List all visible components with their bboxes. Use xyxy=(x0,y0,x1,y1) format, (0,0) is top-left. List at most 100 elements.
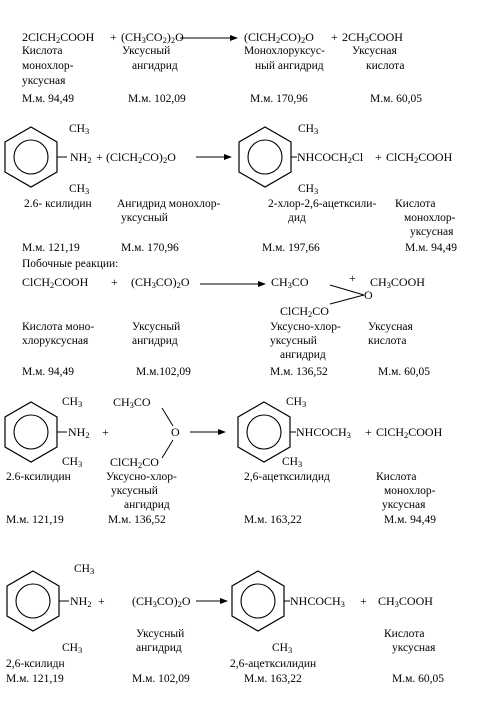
r3-mass4: М.м. 60,05 xyxy=(378,366,431,378)
r4-name3: 2,6-ацетксилидид xyxy=(244,471,330,483)
r3-reactant1: ClCH2COOH xyxy=(22,275,89,290)
r5-mass3: М.м. 163,22 xyxy=(244,673,302,685)
r1-mass2: М.м. 102,09 xyxy=(128,93,186,105)
r4-oxygen: O xyxy=(171,425,180,439)
r4-product: NHCOCH3 xyxy=(296,425,351,440)
r3-name4-line2: кислота xyxy=(368,335,407,347)
r5-mass1: М.м. 121,19 xyxy=(6,673,64,685)
r1-reactant2: (CH3CO2)2O xyxy=(121,30,184,45)
r3-reactant2: (CH3CO)2O xyxy=(131,275,190,290)
r2-plus2: + xyxy=(375,150,382,164)
r4-ch3-bot-right: CH3 xyxy=(282,456,303,469)
r4-product2: ClCH2COOH xyxy=(376,425,443,440)
r2-mass3: М.м. 197,66 xyxy=(262,242,320,254)
r1-name1-line3: уксусная xyxy=(22,75,66,87)
r3-name2-line1: Уксусный xyxy=(132,321,181,333)
r2-name3-line2: дид xyxy=(288,212,306,224)
r3-name2-line2: ангидрид xyxy=(132,335,178,347)
r5-name4-line1: Кислота xyxy=(384,628,425,640)
r4-name2-line3: ангидрид xyxy=(124,499,170,511)
r3-product2: CH3COOH xyxy=(370,275,425,290)
r2-plus: + xyxy=(96,150,103,164)
r5-reaction-arrow xyxy=(196,598,228,604)
r2-ch3-top-right: CH3 xyxy=(298,123,319,136)
r4-ch3-top-left: CH3 xyxy=(62,396,83,409)
r1-mass1: М.м. 94,49 xyxy=(22,93,75,105)
r1-product2: 2CH3COOH xyxy=(342,30,403,45)
r1-name2-line2: ангидрид xyxy=(132,60,178,72)
r5-name1: 2,6-ксилидн xyxy=(6,658,65,670)
r4-benzene-ring-right xyxy=(237,401,296,463)
r1-mass3: М.м. 170,96 xyxy=(250,93,308,105)
r1-name2-line1: Уксусный xyxy=(122,45,171,57)
r2-benzene-ring-right xyxy=(238,126,297,188)
r5-benzene-ring-left xyxy=(6,570,69,632)
r4-mass3: М.м. 163,22 xyxy=(244,514,302,526)
r3-reaction-arrow xyxy=(200,281,266,287)
r2-name4-line2: монохлор- xyxy=(404,212,456,224)
r4-anhydride-bottom: ClCH2CO xyxy=(110,455,159,470)
r5-mass2: М.м. 102,09 xyxy=(132,673,190,685)
r3-bond-lines xyxy=(329,284,365,305)
r1-plus2: + xyxy=(331,30,338,44)
r3-name3-line2: уксусный xyxy=(270,335,317,347)
r3-product-top: CH3CO xyxy=(271,275,309,290)
r1-name4-line2: кислота xyxy=(366,60,405,72)
r5-name2-line1: Уксусный xyxy=(136,628,185,640)
r4-name4-line1: Кислота xyxy=(376,471,417,483)
r3-name1-line1: Кислота моно- xyxy=(22,321,95,333)
r4-mass1: М.м. 121,19 xyxy=(6,514,64,526)
r2-mass2: М.м. 170,96 xyxy=(121,242,179,254)
r3-oxygen: O xyxy=(364,288,373,302)
r4-ch3-bot-left: CH3 xyxy=(62,456,83,469)
r2-mass1: М.м. 121,19 xyxy=(22,242,80,254)
r4-plus2: + xyxy=(365,425,372,439)
r1-mass4: М.м. 60,05 xyxy=(370,93,423,105)
r3-name4-line1: Уксусная xyxy=(368,321,413,333)
r5-benzene-ring-right xyxy=(231,570,290,632)
r4-mass2: М.м. 136,52 xyxy=(108,514,166,526)
r2-ch3-top-left: CH3 xyxy=(69,123,90,136)
r4-mass4: М.м. 94,49 xyxy=(384,514,437,526)
r5-nh2: NH2 xyxy=(70,594,92,609)
r4-reaction-arrow xyxy=(190,429,226,435)
r5-product: NHCOCH3 xyxy=(290,594,345,609)
r4-benzene-ring-left xyxy=(4,401,67,463)
r3-name3-line3: ангидрид xyxy=(280,349,326,361)
r2-name2-line1: Ангидрид монохлор- xyxy=(117,198,221,210)
r4-name4-line2: монохлор- xyxy=(384,485,436,497)
r1-product1: (ClCH2CO)2O xyxy=(244,30,314,45)
r2-name4-line1: Кислота xyxy=(395,198,436,210)
r2-ch3-bot-right: CH3 xyxy=(298,183,319,196)
r5-product2: CH3COOH xyxy=(378,594,433,609)
r5-ch3-bot-right: CH3 xyxy=(272,642,293,655)
r3-plus1: + xyxy=(111,275,118,289)
r2-name1: 2.6- ксилидин xyxy=(24,198,92,210)
r5-plus: + xyxy=(98,594,105,608)
r5-mass4: М.м. 60,05 xyxy=(392,673,445,685)
r4-name2-line1: Уксусно-хлор- xyxy=(106,471,177,483)
r3-plus2: + xyxy=(349,271,356,285)
r1-name1-line1: Кислота xyxy=(22,45,63,57)
r2-anhydride: (ClCH2CO)2O xyxy=(106,150,176,165)
r4-name4-line3: уксусная xyxy=(382,499,426,511)
r3-name3-line1: Уксусно-хлор- xyxy=(270,321,341,333)
r3-mass3: М.м. 136,52 xyxy=(270,366,328,378)
r5-name4-line2: уксусная xyxy=(392,642,436,654)
r2-reaction-arrow xyxy=(196,154,232,160)
r5-name2-line2: ангидрид xyxy=(136,642,182,654)
r2-mass4: М.м. 94,49 xyxy=(405,242,458,254)
r3-mass1: М.м. 94,49 xyxy=(22,366,75,378)
r1-name4-line1: Уксусная xyxy=(352,45,397,57)
r2-benzene-ring-left xyxy=(4,126,67,188)
r4-name2-line2: уксусный xyxy=(111,485,158,497)
r2-name3-line1: 2-хлор-2,6-ацетксили- xyxy=(268,198,377,210)
r2-nh2: NH2 xyxy=(70,150,92,165)
r4-nh2: NH2 xyxy=(68,425,90,440)
r1-plus1: + xyxy=(110,30,117,44)
side-reactions-title: Побочные реакции: xyxy=(22,258,119,270)
r3-product-bottom: ClCH2CO xyxy=(280,304,329,319)
r1-reactant1: 2ClCH2COOH xyxy=(22,30,95,45)
r4-bond-lines xyxy=(161,407,174,459)
r4-plus: + xyxy=(102,425,109,439)
